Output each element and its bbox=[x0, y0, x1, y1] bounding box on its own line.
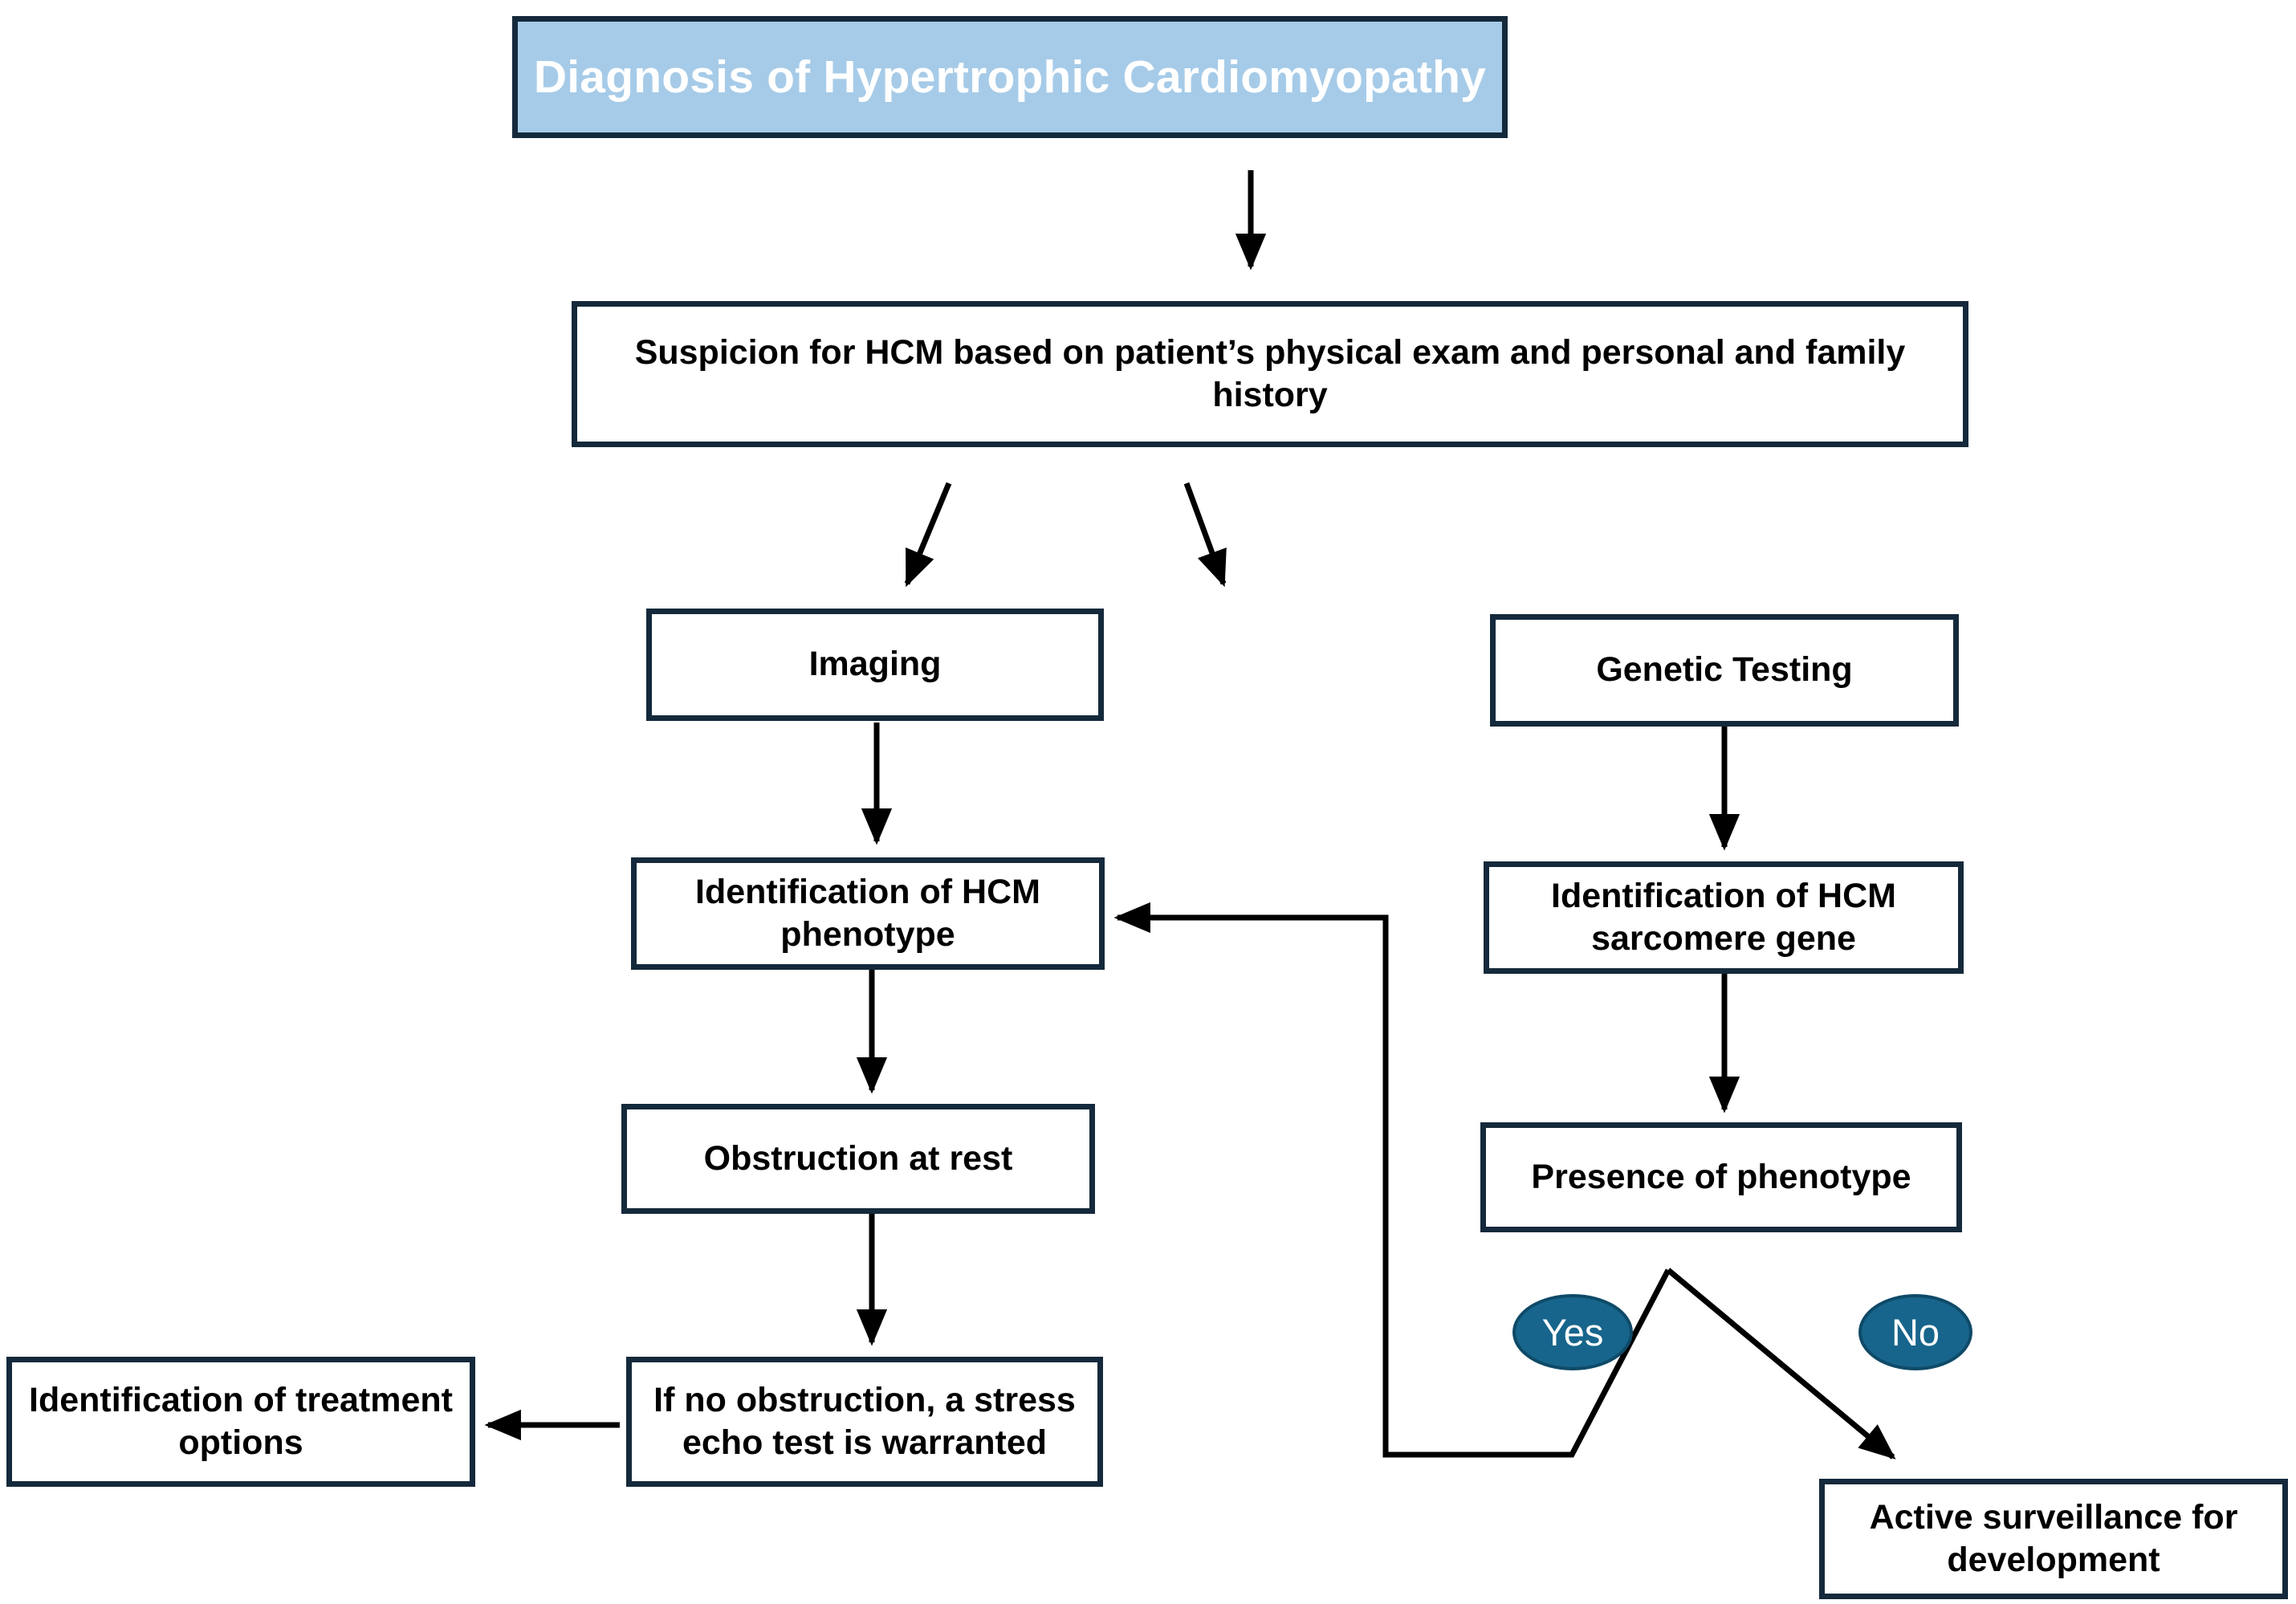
node-suspicion-for-hcm: Suspicion for HCM based on patient’s phy… bbox=[572, 301, 1968, 447]
node-presence-of-phenotype-label: Presence of phenotype bbox=[1531, 1157, 1911, 1196]
node-hcm-phenotype: Identification of HCM phenotype bbox=[631, 857, 1105, 970]
edge-suspicion-to-genetic-testing bbox=[1183, 482, 1227, 588]
node-suspicion-label: Suspicion for HCM based on patient’s phy… bbox=[634, 332, 1906, 414]
decision-label-no: No bbox=[1858, 1294, 1972, 1370]
node-hcm-phenotype-label: Identification of HCM phenotype bbox=[695, 872, 1040, 954]
page-title: Diagnosis of Hypertrophic Cardiomyopathy bbox=[533, 51, 1487, 103]
decision-label-yes: Yes bbox=[1512, 1294, 1633, 1370]
node-imaging-label: Imaging bbox=[808, 645, 942, 684]
node-treatment-options: Identification of treatment options bbox=[6, 1357, 475, 1487]
node-presence-of-phenotype: Presence of phenotype bbox=[1480, 1122, 1962, 1232]
node-stress-echo: If no obstruction, a stress echo test is… bbox=[626, 1357, 1103, 1487]
node-treatment-options-label: Identification of treatment options bbox=[29, 1380, 453, 1462]
node-hcm-sarcomere-gene-label: Identification of HCM sarcomere gene bbox=[1551, 876, 1896, 958]
node-obstruction-at-rest-label: Obstruction at rest bbox=[703, 1138, 1013, 1178]
decision-label-no-text: No bbox=[1891, 1311, 1940, 1354]
node-obstruction-at-rest: Obstruction at rest bbox=[621, 1104, 1095, 1214]
node-active-surveillance: Active surveillance for development bbox=[1819, 1479, 2288, 1599]
node-stress-echo-label: If no obstruction, a stress echo test is… bbox=[653, 1380, 1076, 1462]
node-genetic-testing: Genetic Testing bbox=[1490, 614, 1959, 727]
edge-suspicion-to-imaging bbox=[904, 482, 952, 588]
node-hcm-sarcomere-gene: Identification of HCM sarcomere gene bbox=[1484, 861, 1964, 974]
edge-presence-no-to-active-surveillance bbox=[1666, 1268, 1896, 1459]
decision-label-yes-text: Yes bbox=[1541, 1311, 1604, 1354]
node-genetic-testing-label: Genetic Testing bbox=[1596, 650, 1853, 690]
node-imaging: Imaging bbox=[646, 609, 1104, 721]
node-active-surveillance-label: Active surveillance for development bbox=[1869, 1497, 2238, 1579]
diagram-title-banner: Diagnosis of Hypertrophic Cardiomyopathy bbox=[512, 16, 1508, 138]
